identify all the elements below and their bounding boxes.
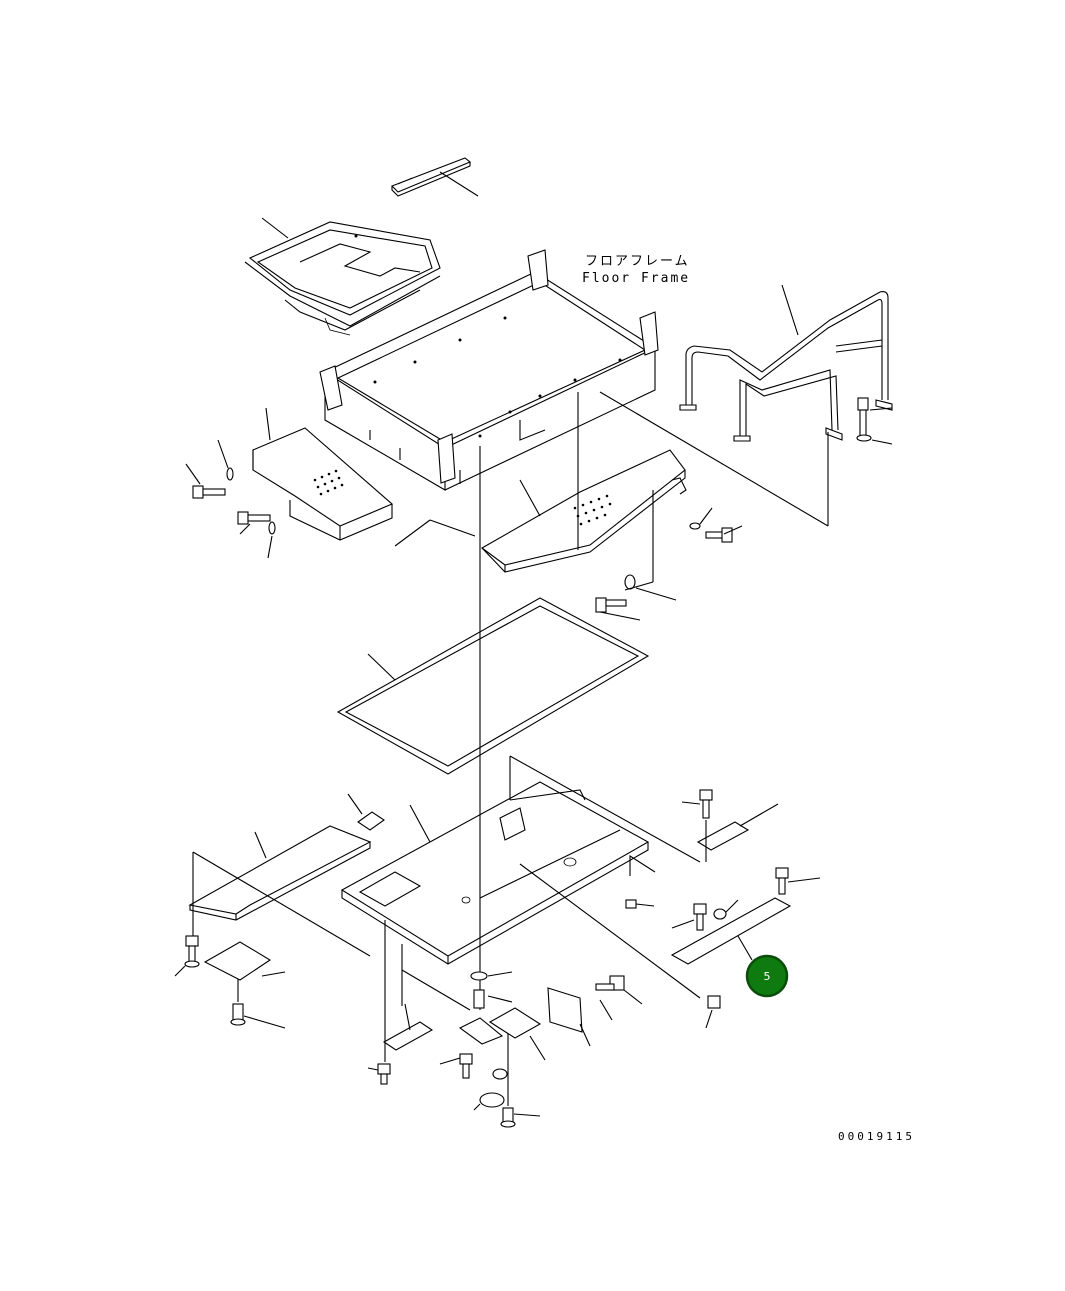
vent-holes-right: [573, 494, 612, 526]
floor-frame-label-en: Floor Frame: [582, 271, 690, 286]
frame-holes: [373, 316, 622, 438]
part-callout-icon[interactable]: [745, 954, 789, 998]
right-bolts: [595, 507, 743, 621]
floor-frame-label-jp: フロアフレーム: [585, 254, 690, 269]
floor-frame: [319, 249, 659, 491]
floor-plate: [340, 781, 650, 965]
callout-number: 5: [764, 970, 771, 983]
leader-lines: [192, 391, 829, 1106]
vent-holes-left: [313, 469, 344, 496]
left-side-floor-plate: [188, 825, 372, 921]
lower-bolts: [174, 935, 721, 1128]
top-small-plate: [391, 157, 479, 197]
right-cover-plate: [480, 449, 687, 573]
floor-mat: [244, 217, 441, 336]
handrail-bolt: [856, 397, 893, 445]
floor-seal-gasket: [336, 597, 650, 775]
handrail: [679, 284, 893, 442]
square-pad: [347, 793, 385, 831]
left-cover-plate: [252, 407, 394, 541]
drawing-number: 00019115: [838, 1130, 915, 1143]
left-bolts: [185, 439, 276, 559]
right-lower-hardware: [625, 789, 821, 965]
part-callout-5[interactable]: 5: [745, 954, 789, 998]
